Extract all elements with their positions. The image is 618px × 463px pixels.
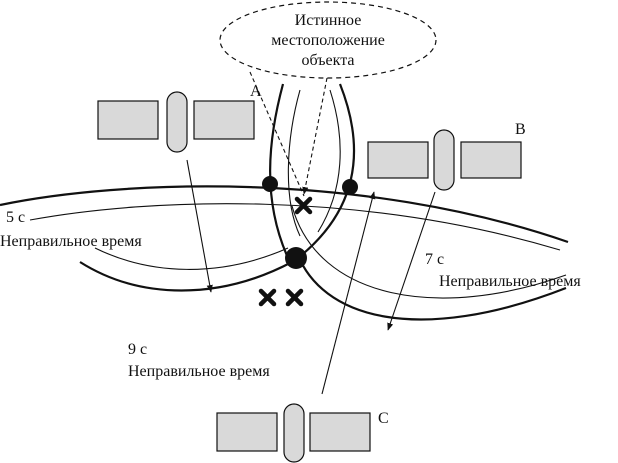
signal-arrow-b <box>387 191 436 331</box>
satellite-b-label: B <box>515 121 526 138</box>
satellite-c-body <box>283 403 305 463</box>
range-arc-a-inner-1 <box>287 89 301 237</box>
timing-9s-note: Неправильное время <box>128 363 270 380</box>
callout-line-1: Истинное <box>295 12 362 29</box>
intersection-point-left <box>262 176 278 192</box>
range-arc-b-thin <box>291 205 567 299</box>
satellite-a <box>97 91 255 153</box>
true-position-x-mark <box>294 196 313 215</box>
satellite-c-panel-left <box>216 412 278 452</box>
range-arc-a-outer-left <box>269 83 290 259</box>
callout-line-3: объекта <box>302 52 355 69</box>
satellite-b-body <box>433 129 455 191</box>
callout-pointer-left <box>249 71 305 197</box>
satellite-b-panel-right <box>460 141 522 179</box>
satellite-a-body <box>166 91 188 153</box>
intersection-point-right <box>342 179 358 195</box>
satellite-a-panel-left <box>97 100 159 140</box>
timing-5s-note: Неправильное время <box>0 233 142 250</box>
false-position-x-mark-1 <box>258 288 277 307</box>
range-arc-top-thin <box>29 203 561 251</box>
callout-pointer-right <box>302 77 328 195</box>
timing-5s-time: 5 с <box>6 209 25 226</box>
timing-7s-note: Неправильное время <box>439 273 581 290</box>
range-arc-5s-thick <box>79 261 293 292</box>
timing-7s-time: 7 с <box>425 251 444 268</box>
satellite-c-panel-right <box>309 412 371 452</box>
range-arc-a-outer-right <box>297 83 356 259</box>
range-arc-a-inner-2 <box>317 89 341 233</box>
range-arc-5s-thin <box>94 247 289 270</box>
satellite-b-panel-left <box>367 141 429 179</box>
false-position-x-mark-2 <box>285 288 304 307</box>
timing-9s-time: 9 с <box>128 341 147 358</box>
intersection-point-bottom <box>285 247 307 269</box>
signal-arrow-c <box>321 191 376 395</box>
true-position-callout-ellipse <box>219 1 437 79</box>
range-arc-b-thick <box>294 249 567 321</box>
satellite-c-label: C <box>378 410 389 427</box>
satellite-c <box>216 403 371 463</box>
satellite-b <box>367 129 522 191</box>
callout-line-2: местоположение <box>271 32 385 49</box>
range-arc-top-thick <box>0 185 569 244</box>
satellite-a-label: A <box>250 83 262 100</box>
satellite-a-panel-right <box>193 100 255 140</box>
signal-arrow-a <box>186 159 213 293</box>
